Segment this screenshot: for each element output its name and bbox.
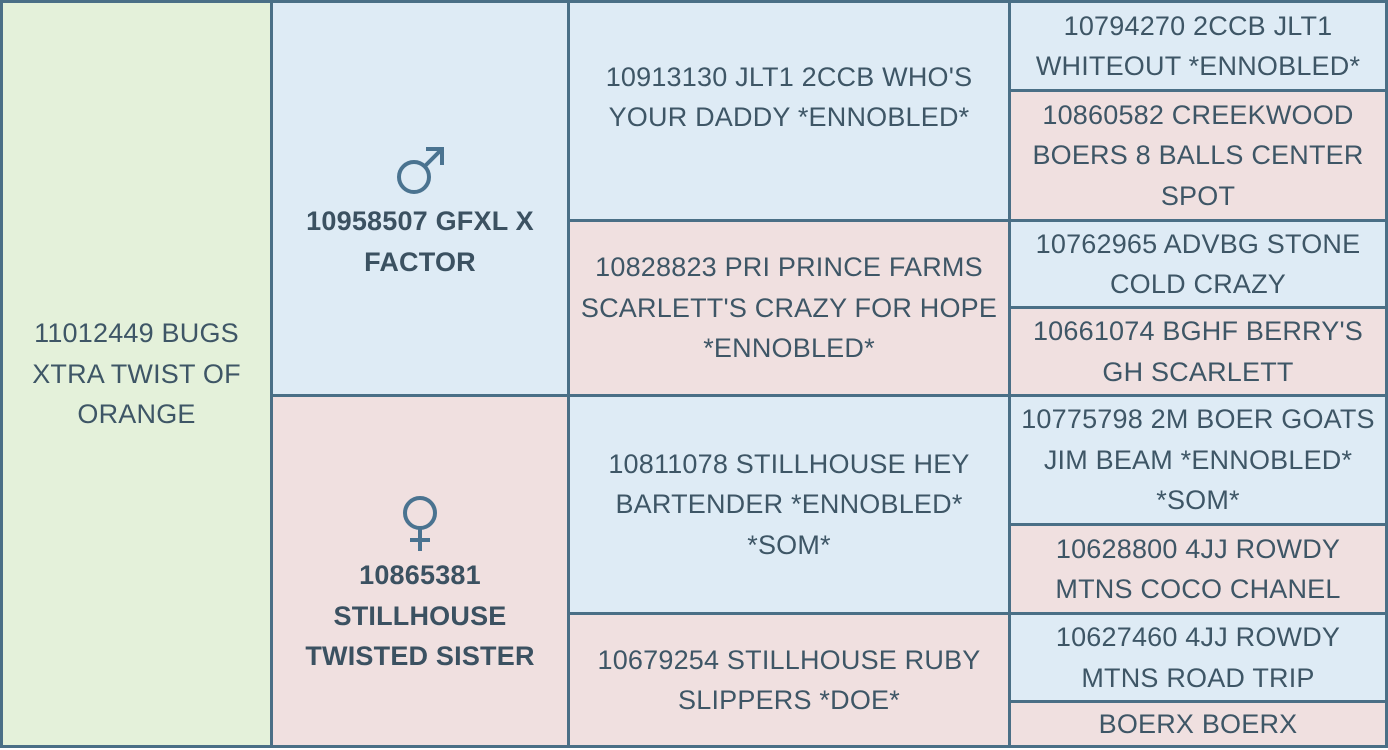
- dam-name: 10865381 STILLHOUSE TWISTED SISTER: [305, 560, 535, 672]
- dam-cell: 10865381 STILLHOUSE TWISTED SISTER: [270, 394, 570, 748]
- subject-cell: 11012449 BUGS XTRA TWIST OF ORANGE: [0, 0, 273, 748]
- great-grandparent-5: 10775798 2M BOER GOATS JIM BEAM *ENNOBLE…: [1008, 394, 1388, 526]
- subject-name: 11012449 BUGS XTRA TWIST OF ORANGE: [32, 318, 241, 430]
- sire-cell: 10958507 GFXL X FACTOR: [270, 0, 570, 397]
- great-grandparent-2: 10860582 CREEKWOOD BOERS 8 BALLS CENTER …: [1008, 89, 1388, 222]
- great-grandparent-3: 10762965 ADVBG STONE COLD CRAZY: [1008, 219, 1388, 309]
- grandparent-sire-dam: 10828823 PRI PRINCE FARMS SCARLETT'S CRA…: [567, 219, 1011, 397]
- great-grandparent-4: 10661074 BGHF BERRY'S GH SCARLETT: [1008, 306, 1388, 397]
- great-grandparent-7: 10627460 4JJ ROWDY MTNS ROAD TRIP: [1008, 612, 1388, 703]
- grandparent-dam-dam: 10679254 STILLHOUSE RUBY SLIPPERS *DOE*: [567, 612, 1011, 748]
- female-icon: [398, 493, 442, 553]
- great-grandparent-1: 10794270 2CCB JLT1 WHITEOUT *ENNOBLED*: [1008, 0, 1388, 92]
- great-grandparent-8: BOERX BOERX: [1008, 700, 1388, 748]
- male-icon: [392, 143, 448, 199]
- sire-name: 10958507 GFXL X FACTOR: [306, 206, 534, 277]
- grandparent-sire-sire: 10913130 JLT1 2CCB WHO'S YOUR DADDY *ENN…: [567, 0, 1011, 222]
- grandparent-dam-sire: 10811078 STILLHOUSE HEY BARTENDER *ENNOB…: [567, 394, 1011, 615]
- great-grandparent-6: 10628800 4JJ ROWDY MTNS COCO CHANEL: [1008, 523, 1388, 615]
